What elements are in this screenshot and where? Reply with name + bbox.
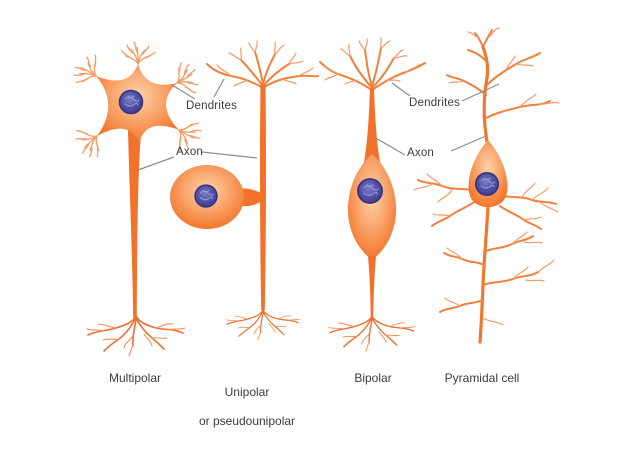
leader-dendrites-left-2 xyxy=(213,78,225,98)
pyramidal-nucleus xyxy=(474,171,500,197)
caption-unipolar-line2: or pseudounipolar xyxy=(198,414,296,429)
caption-unipolar-line1: Unipolar xyxy=(224,385,270,400)
unipolar-nucleus xyxy=(194,184,218,208)
caption-unipolar: Unipolar or pseudounipolar xyxy=(177,371,317,429)
multipolar-nucleus xyxy=(118,89,144,115)
caption-pyramidal: Pyramidal cell xyxy=(444,371,520,385)
pyramidal-neuron xyxy=(413,27,560,344)
leader-lines xyxy=(137,78,500,171)
bipolar-nucleus xyxy=(357,178,383,204)
axon-label-left: Axon xyxy=(176,146,204,158)
leader-axon-left-2 xyxy=(201,151,258,159)
leader-axon-right-2 xyxy=(450,135,487,152)
leader-axon-right-1 xyxy=(373,136,406,156)
caption-multipolar: Multipolar xyxy=(108,371,162,385)
unipolar-neuron xyxy=(170,40,319,341)
leader-dendrites-left-1 xyxy=(171,84,196,100)
leader-axon-left-1 xyxy=(137,156,175,171)
dendrites-label-right: Dendrites xyxy=(409,97,461,109)
caption-bipolar: Bipolar xyxy=(354,371,392,385)
multipolar-neuron xyxy=(68,41,207,357)
leader-dendrites-right-2 xyxy=(461,83,500,102)
leader-dendrites-right-1 xyxy=(391,82,411,97)
axon-label-right: Axon xyxy=(407,147,435,159)
bipolar-neuron xyxy=(319,37,426,352)
dendrites-label-left: Dendrites xyxy=(186,100,238,112)
